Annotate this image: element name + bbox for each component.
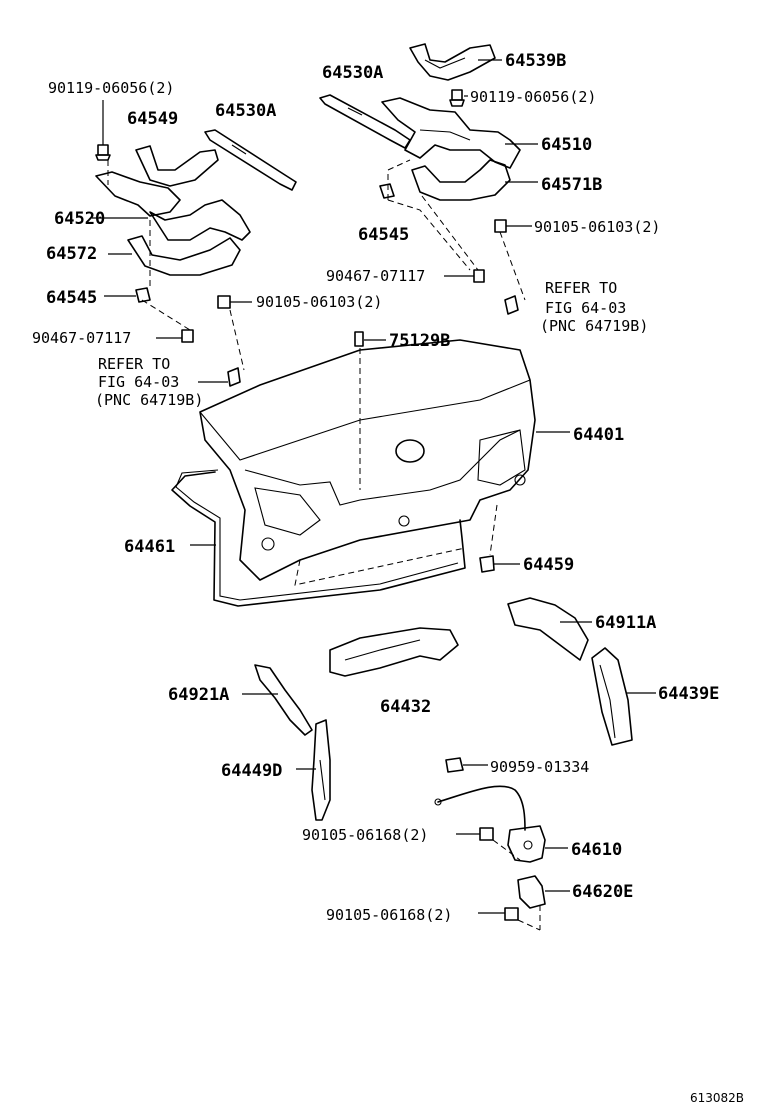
label-64610: 64610: [571, 840, 622, 860]
label-64461: 64461: [124, 537, 175, 557]
label-64545-left: 64545: [46, 288, 97, 308]
trim-64439e: [591, 647, 633, 746]
label-90105-06168-b: 90105-06168(2): [326, 906, 452, 924]
label-90959: 90959-01334: [490, 758, 589, 776]
striker-64620e: [517, 875, 546, 909]
weatherstrip-64461: [171, 469, 466, 607]
label-90467-left: 90467-07117: [32, 329, 131, 347]
label-64571b: 64571B: [541, 175, 602, 195]
label-75129b: 75129B: [389, 331, 450, 351]
label-64549: 64549: [127, 109, 178, 129]
bolt-90467-left: [181, 329, 194, 343]
bracket-64549: [135, 145, 219, 187]
hinge-64510: [381, 97, 521, 169]
bumper-64459: [479, 555, 495, 573]
stopper-75129b: [354, 331, 364, 347]
label-90467-right: 90467-07117: [326, 267, 425, 285]
bumper-64545-left: [135, 287, 151, 303]
ref-right-line2: FIG 64-03: [545, 299, 626, 317]
label-64510: 64510: [541, 135, 592, 155]
label-64439e: 64439E: [658, 684, 719, 704]
ref-right-line1: REFER TO: [545, 279, 617, 297]
hinge-64520: [95, 171, 251, 241]
bolt-90105-06103-left: [217, 295, 231, 309]
trunk-lid-64401: [199, 339, 536, 581]
label-90105-06103-left: 90105-06103(2): [256, 293, 382, 311]
label-64401: 64401: [573, 425, 624, 445]
hinge-bracket-64539b: [409, 43, 496, 81]
latch-64610: [507, 825, 546, 863]
label-64620e: 64620E: [572, 882, 633, 902]
label-64572: 64572: [46, 244, 97, 264]
trim-64449d: [311, 719, 331, 821]
bolt-90467-right: [473, 269, 485, 283]
trim-64911a: [507, 597, 589, 661]
ref-left-line1: REFER TO: [98, 355, 170, 373]
label-90119-right: 90119-06056(2): [470, 88, 596, 106]
label-64911a: 64911A: [595, 613, 656, 633]
bolt-90119-right: [449, 89, 465, 107]
label-64921a: 64921A: [168, 685, 229, 705]
hinge-arm-64571b: [411, 159, 511, 201]
label-64530a-left: 64530A: [215, 101, 276, 121]
clip-right: [504, 295, 519, 315]
gas-strut-64530a-right: [319, 94, 411, 149]
ref-left-line3: (PNC 64719B): [95, 391, 203, 409]
label-64459: 64459: [523, 555, 574, 575]
bolt-90119-left: [95, 144, 111, 161]
figure-id: 613082B: [690, 1091, 744, 1105]
bolt-90105-06168-b: [504, 907, 519, 921]
gas-strut-64530a-left: [204, 129, 297, 191]
hinge-arm-64572: [127, 235, 241, 276]
label-90105-06168-a: 90105-06168(2): [302, 826, 428, 844]
label-64539b: 64539B: [505, 51, 566, 71]
cable-90959: [434, 757, 526, 831]
ref-left-line2: FIG 64-03: [98, 373, 179, 391]
label-64530a-right: 64530A: [322, 63, 383, 83]
bolt-90105-06103-right: [494, 219, 507, 233]
bolt-90105-06168-a: [479, 827, 494, 841]
bracket-64432: [329, 627, 459, 677]
label-90119-left: 90119-06056(2): [48, 79, 174, 97]
trim-64921a: [254, 664, 313, 736]
label-64432: 64432: [380, 697, 431, 717]
ref-right-line3: (PNC 64719B): [540, 317, 648, 335]
label-64449d: 64449D: [221, 761, 282, 781]
label-64545-right: 64545: [358, 225, 409, 245]
clip-left: [227, 367, 241, 387]
label-90105-06103-right: 90105-06103(2): [534, 218, 660, 236]
bumper-64545-right: [379, 183, 395, 199]
label-64520: 64520: [54, 209, 105, 229]
